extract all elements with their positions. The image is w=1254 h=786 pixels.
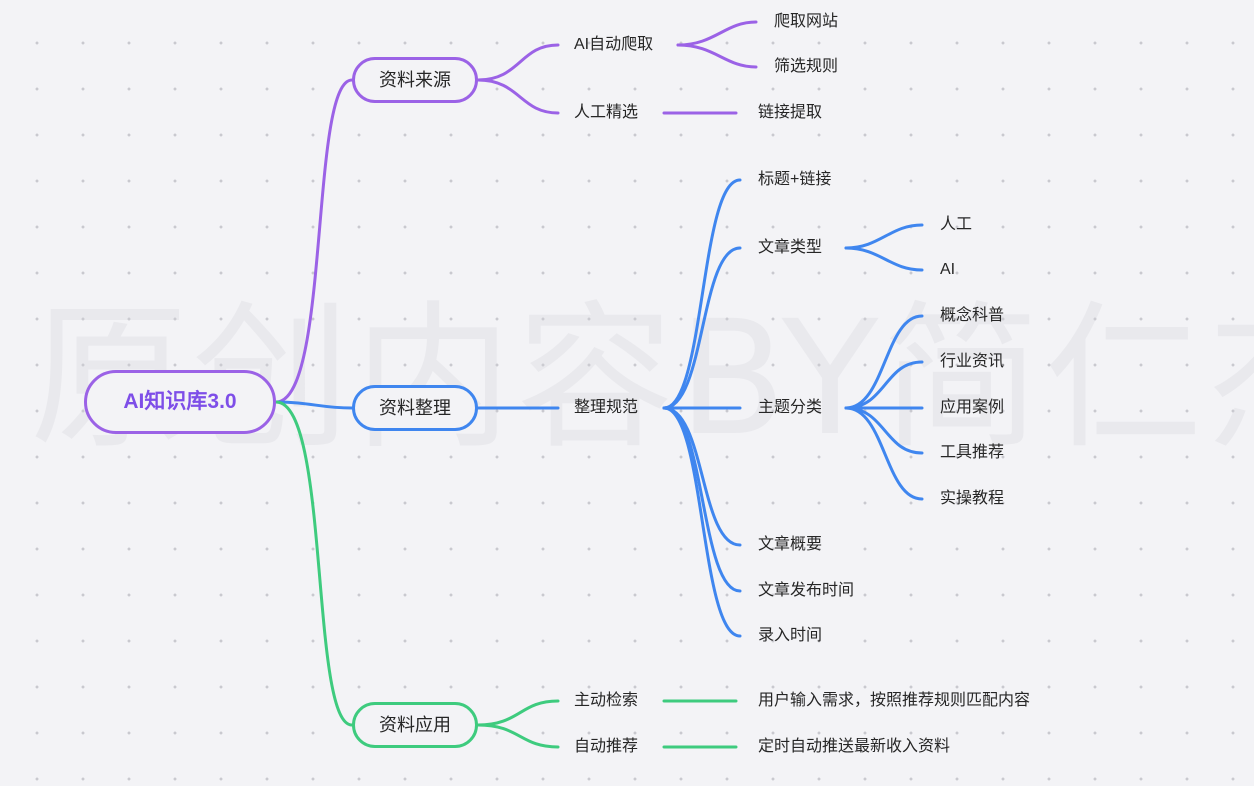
link-type-manual	[844, 223, 924, 250]
link-root-sources	[274, 78, 354, 404]
link-apply-search	[476, 699, 560, 727]
node-search-desc[interactable]: 用户输入需求，按照推荐规则匹配内容	[758, 692, 1031, 709]
link-root-organize	[274, 400, 354, 410]
node-recommend-desc[interactable]: 定时自动推送最新收入资料	[758, 738, 951, 755]
node-topic-tutorial[interactable]: 实操教程	[940, 490, 1005, 507]
link-spec-publish	[662, 406, 742, 593]
node-title-link[interactable]: 标题+链接	[758, 171, 832, 188]
node-topic-news[interactable]: 行业资讯	[940, 353, 1005, 370]
node-organize[interactable]: 资料整理	[352, 385, 478, 431]
link-apply-recommend	[476, 723, 560, 749]
link-spec-type	[662, 246, 742, 410]
link-topic-concept	[844, 314, 924, 410]
node-auto-recommend[interactable]: 自动推荐	[574, 738, 639, 755]
node-topic-tool[interactable]: 工具推荐	[940, 444, 1005, 461]
node-active-search[interactable]: 主动检索	[574, 692, 639, 709]
node-crawl-sites[interactable]: 爬取网站	[774, 13, 839, 30]
node-auto-crawl[interactable]: AI自动爬取	[574, 36, 654, 53]
link-autocrawl-filter	[676, 43, 758, 69]
node-apply[interactable]: 资料应用	[352, 702, 478, 748]
node-topic-case[interactable]: 应用案例	[940, 399, 1005, 416]
node-entry-time[interactable]: 录入时间	[758, 627, 823, 644]
root-node[interactable]: AI知识库3.0	[84, 370, 276, 434]
node-sources[interactable]: 资料来源	[352, 57, 478, 103]
node-publish-time[interactable]: 文章发布时间	[758, 582, 855, 599]
link-root-apply	[274, 400, 354, 727]
link-topic-tool	[844, 406, 924, 455]
node-type-ai[interactable]: AI	[940, 261, 956, 278]
node-link-extract[interactable]: 链接提取	[758, 104, 823, 121]
link-type-ai	[844, 246, 924, 272]
link-spec-titlelink	[662, 178, 742, 410]
node-topic-concept[interactable]: 概念科普	[940, 307, 1005, 324]
link-autocrawl-crawl	[676, 20, 758, 47]
node-spec[interactable]: 整理规范	[574, 399, 639, 416]
node-summary[interactable]: 文章概要	[758, 536, 823, 553]
node-filter-rules[interactable]: 筛选规则	[774, 58, 839, 75]
node-manual-pick[interactable]: 人工精选	[574, 104, 639, 121]
link-sources-manual	[476, 78, 560, 115]
link-topic-tutorial	[844, 406, 924, 501]
node-topic[interactable]: 主题分类	[758, 399, 823, 416]
node-type-manual[interactable]: 人工	[940, 216, 973, 233]
link-topic-news	[844, 360, 924, 410]
link-sources-autocrawl	[476, 43, 560, 82]
node-article-type[interactable]: 文章类型	[758, 239, 823, 256]
link-spec-entry	[662, 406, 742, 638]
